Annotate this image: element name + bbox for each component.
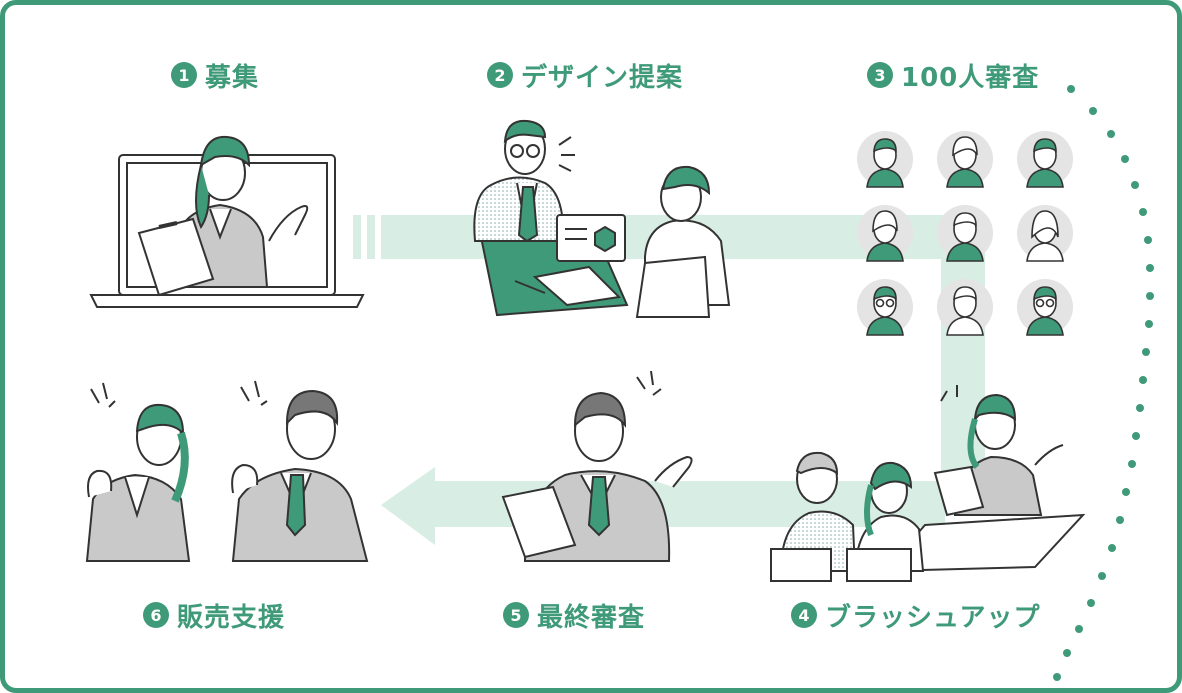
step-3-label: 3 100人審査 bbox=[867, 57, 1039, 93]
step-number-badge: 3 bbox=[867, 62, 893, 88]
step-number-badge: 4 bbox=[791, 602, 817, 628]
final-review-icon bbox=[501, 370, 693, 562]
step-title: デザイン提案 bbox=[521, 62, 684, 93]
step-title: 販売支援 bbox=[177, 602, 286, 633]
step-title: 募集 bbox=[205, 62, 260, 93]
brushup-meeting-icon bbox=[770, 385, 1086, 582]
step-6-label: 6 販売支援 bbox=[143, 597, 285, 633]
flow-illustration bbox=[85, 85, 1154, 681]
sales-support-icon bbox=[85, 380, 369, 562]
step-5-label: 5 最終審査 bbox=[503, 597, 645, 633]
step-2-label: 2 デザイン提案 bbox=[487, 57, 683, 93]
step-title: ブラッシュアップ bbox=[825, 602, 1041, 633]
arrow-left-icon bbox=[381, 467, 435, 545]
step-number-badge: 5 bbox=[503, 602, 529, 628]
reviewer-avatars-icon bbox=[857, 131, 1073, 336]
step-1-label: 1 募集 bbox=[171, 57, 259, 93]
step-title: 最終審査 bbox=[537, 602, 646, 633]
step-number-badge: 6 bbox=[143, 602, 169, 628]
meeting-proposal-icon bbox=[473, 119, 731, 318]
step-number-badge: 2 bbox=[487, 62, 513, 88]
step-number-badge: 1 bbox=[171, 62, 197, 88]
step-title: 100人審査 bbox=[901, 62, 1040, 93]
dotted-arc bbox=[1053, 85, 1154, 681]
laptop-video-icon bbox=[89, 135, 365, 308]
step-4-label: 4 ブラッシュアップ bbox=[791, 597, 1040, 633]
